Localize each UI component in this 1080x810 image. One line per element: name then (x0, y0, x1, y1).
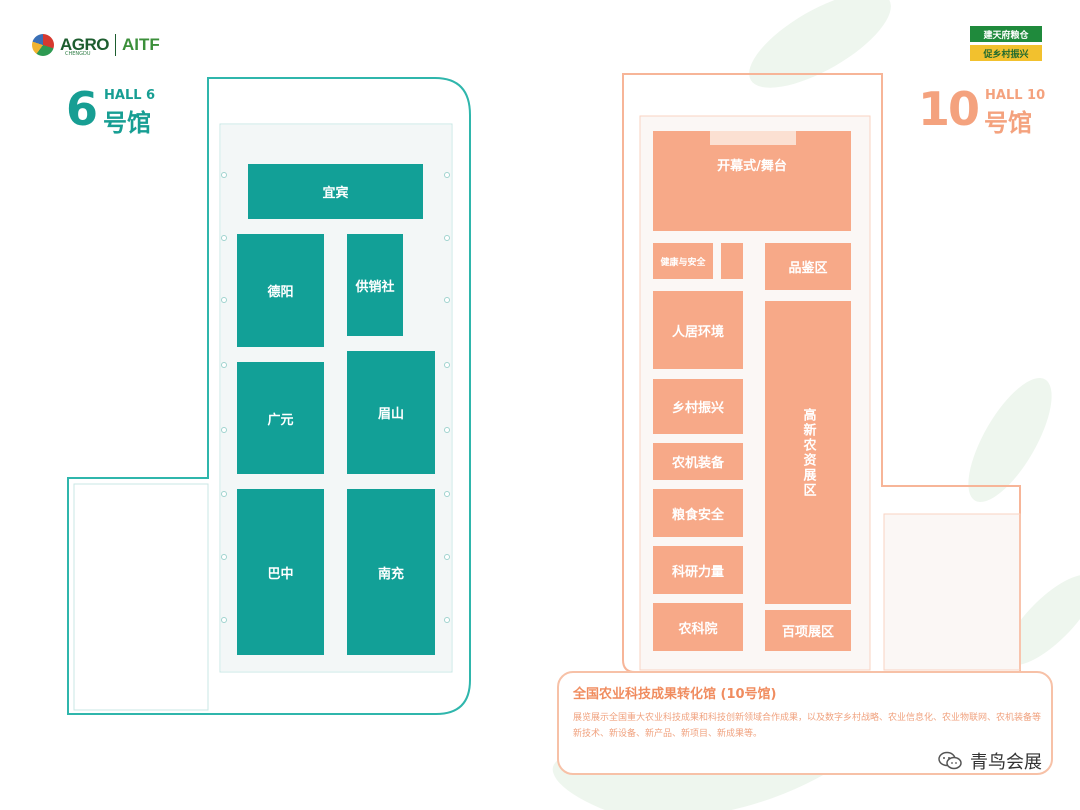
logo-agro-subtext: CHENGDU (65, 51, 91, 57)
info-title: 全国农业科技成果转化馆 (10号馆) (573, 687, 777, 702)
booth-stage-label: 开幕式/舞台 (717, 159, 787, 174)
slogan-badge-yellow: 促乡村振兴 (970, 45, 1042, 61)
stage-top-strip (710, 131, 796, 145)
hall10-number: 10 (918, 82, 980, 136)
logo-aitf-text: AITF (122, 35, 160, 54)
hall6-number: 6 (66, 82, 99, 136)
booth-bazhong: 巴中 (237, 489, 324, 655)
info-description: 展览展示全国重大农业科技成果和科技创新领域合作成果，以及数字乡村战略、农业信息化… (573, 713, 1042, 739)
booth-nanchong: 南充 (347, 489, 435, 655)
logo-agro-text: AGRO (60, 35, 110, 54)
wechat-icon (938, 751, 962, 770)
hall10-english-label: HALL 10 (985, 88, 1046, 103)
booth-hightech-zone: 高新农资展区 (765, 301, 851, 604)
booth-meishan: 眉山 (347, 351, 435, 474)
watermark-text: 青鸟会展 (970, 752, 1042, 773)
booth-tasting: 品鉴区 (765, 243, 851, 290)
booth-research: 科研力量 (653, 546, 743, 594)
hall10-info-box: 全国农业科技成果转化馆 (10号馆) 展览展示全国重大农业科技成果和科技创新领域… (557, 671, 1053, 775)
booth-agri-equipment: 农机装备 (653, 443, 743, 480)
booth-stage: 开幕式/舞台 (653, 131, 851, 231)
booth-hundred-projects: 百项展区 (765, 610, 851, 651)
swirl-logo-icon (32, 34, 54, 56)
booth-yibin: 宜宾 (248, 164, 423, 219)
booth-deyang: 德阳 (237, 234, 324, 347)
booth-academy: 农科院 (653, 603, 743, 651)
slogan-badges: 建天府粮仓 促乡村振兴 (970, 26, 1042, 61)
hall6-chinese-label: 号馆 (103, 109, 151, 137)
booth-health-safety-annex (721, 243, 743, 279)
agro-aitf-logo: AGRO CHENGDU AITF (32, 30, 160, 60)
logo-divider (115, 34, 116, 56)
booth-guangyuan: 广元 (237, 362, 324, 474)
booth-rural-revival: 乡村振兴 (653, 379, 743, 434)
hall10-chinese-label: 号馆 (984, 109, 1032, 137)
booth-food-security: 粮食安全 (653, 489, 743, 537)
hall6-english-label: HALL 6 (104, 88, 156, 103)
slogan-badge-green: 建天府粮仓 (970, 26, 1042, 42)
booth-gongxiaoshe: 供销社 (347, 234, 403, 336)
watermark: 青鸟会展 (938, 748, 1042, 774)
booth-health-safety: 健康与安全 (653, 243, 713, 279)
booth-living-environment: 人居环境 (653, 291, 743, 369)
